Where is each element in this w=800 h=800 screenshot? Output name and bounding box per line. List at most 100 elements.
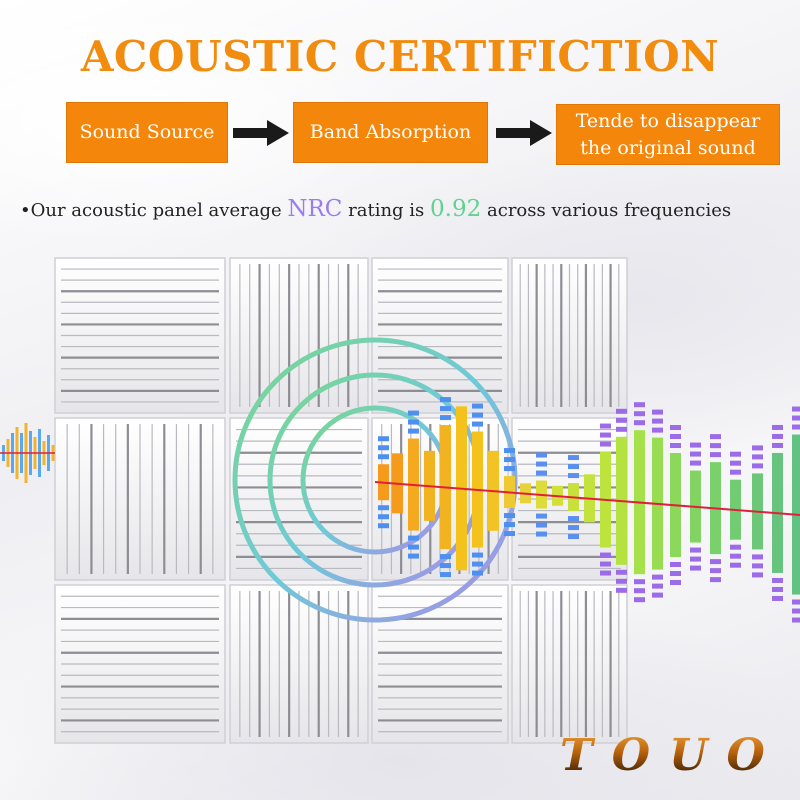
equalizer-segment <box>670 571 681 577</box>
acoustic-panel <box>54 417 226 581</box>
acoustic-panel <box>229 257 369 414</box>
equalizer-segment <box>378 505 389 511</box>
acoustic-panel <box>371 257 509 414</box>
equalizer-segment <box>472 412 483 418</box>
nrc-value: 0.92 <box>430 196 482 222</box>
equalizer-segment <box>690 442 701 448</box>
equalizer-segment <box>792 608 800 614</box>
equalizer-segment <box>378 514 389 520</box>
equalizer-segment <box>690 565 701 571</box>
equalizer-segment <box>568 464 579 470</box>
acoustic-panel <box>54 584 226 744</box>
brand-logo: TOUO <box>560 730 784 781</box>
equalizer-segment <box>792 599 800 605</box>
equalizer-segment <box>600 570 611 576</box>
equalizer-segment <box>690 460 701 466</box>
equalizer-segment <box>652 418 663 424</box>
acoustic-panel <box>511 584 628 744</box>
equalizer-segment <box>710 434 721 440</box>
equalizer-segment <box>730 460 741 466</box>
equalizer-segment <box>616 569 627 575</box>
equalizer-segment <box>408 410 419 416</box>
step-label: Band Absorption <box>309 121 472 143</box>
nrc-suffix: across various frequencies <box>487 200 732 221</box>
equalizer-segment <box>616 578 627 584</box>
equalizer-segment <box>472 570 483 576</box>
equalizer-segment <box>600 561 611 567</box>
equalizer-segment <box>536 470 547 476</box>
nrc-statement: •Our acoustic panel average NRC rating i… <box>20 196 800 222</box>
equalizer-segment <box>670 443 681 449</box>
equalizer-segment <box>568 455 579 461</box>
equalizer-segment <box>670 562 681 568</box>
equalizer-segment <box>792 415 800 421</box>
equalizer-segment <box>568 516 579 522</box>
equalizer-segment <box>600 441 611 447</box>
equalizer-segment <box>408 553 419 559</box>
acoustic-panel-illustration <box>0 257 800 744</box>
equalizer-segment <box>378 445 389 451</box>
equalizer-segment <box>504 513 515 519</box>
equalizer-segment <box>690 556 701 562</box>
nrc-prefix: Our acoustic panel average <box>30 200 282 221</box>
equalizer-segment <box>536 452 547 458</box>
equalizer-segment <box>652 427 663 433</box>
equalizer-segment <box>634 579 645 585</box>
equalizer-segment <box>600 552 611 558</box>
equalizer-segment <box>752 445 763 451</box>
equalizer-segment <box>536 513 547 519</box>
equalizer-segment <box>472 421 483 427</box>
equalizer-segment <box>772 442 783 448</box>
acoustic-panel-grid <box>54 257 628 744</box>
equalizer-segment <box>690 547 701 553</box>
equalizer-segment <box>634 402 645 408</box>
equalizer-segment <box>652 574 663 580</box>
nrc-middle: rating is <box>348 200 425 221</box>
equalizer-segment <box>568 534 579 540</box>
equalizer-segment <box>634 411 645 417</box>
right-arrow-icon <box>233 120 289 146</box>
equalizer-segment <box>568 473 579 479</box>
equalizer-segment <box>710 559 721 565</box>
equalizer-segment <box>536 461 547 467</box>
equalizer-segment <box>634 588 645 594</box>
equalizer-segment <box>504 522 515 528</box>
equalizer-segment <box>440 415 451 421</box>
equalizer-segment <box>504 466 515 472</box>
equalizer-segment <box>772 595 783 601</box>
equalizer-segment <box>378 436 389 442</box>
equalizer-segment <box>440 406 451 412</box>
equalizer-segment <box>652 409 663 415</box>
equalizer-segment <box>772 577 783 583</box>
equalizer-segment <box>690 451 701 457</box>
equalizer-segment <box>752 572 763 578</box>
equalizer-segment <box>792 406 800 412</box>
equalizer-segment <box>670 425 681 431</box>
equalizer-segment <box>652 592 663 598</box>
equalizer-segment <box>440 397 451 403</box>
step-label-line2: the original sound <box>580 136 756 159</box>
equalizer-segment <box>600 432 611 438</box>
equalizer-segment <box>408 428 419 434</box>
equalizer-segment <box>710 443 721 449</box>
acoustic-panel <box>371 584 509 744</box>
step-disappear-sound: Tende to disappear the original sound <box>556 104 780 165</box>
equalizer-segment <box>752 554 763 560</box>
equalizer-segment <box>472 552 483 558</box>
equalizer-segment <box>504 457 515 463</box>
equalizer-segment <box>772 586 783 592</box>
equalizer-segment <box>634 420 645 426</box>
equalizer-segment <box>710 577 721 583</box>
right-arrow-icon <box>496 120 552 146</box>
equalizer-segment <box>378 454 389 460</box>
acoustic-panel <box>511 257 628 414</box>
equalizer-segment <box>792 424 800 430</box>
equalizer-segment <box>772 424 783 430</box>
equalizer-segment <box>710 568 721 574</box>
equalizer-segment <box>616 587 627 593</box>
equalizer-segment <box>472 403 483 409</box>
equalizer-segment <box>652 583 663 589</box>
equalizer-segment <box>710 452 721 458</box>
equalizer-segment <box>600 423 611 429</box>
equalizer-segment <box>616 426 627 432</box>
